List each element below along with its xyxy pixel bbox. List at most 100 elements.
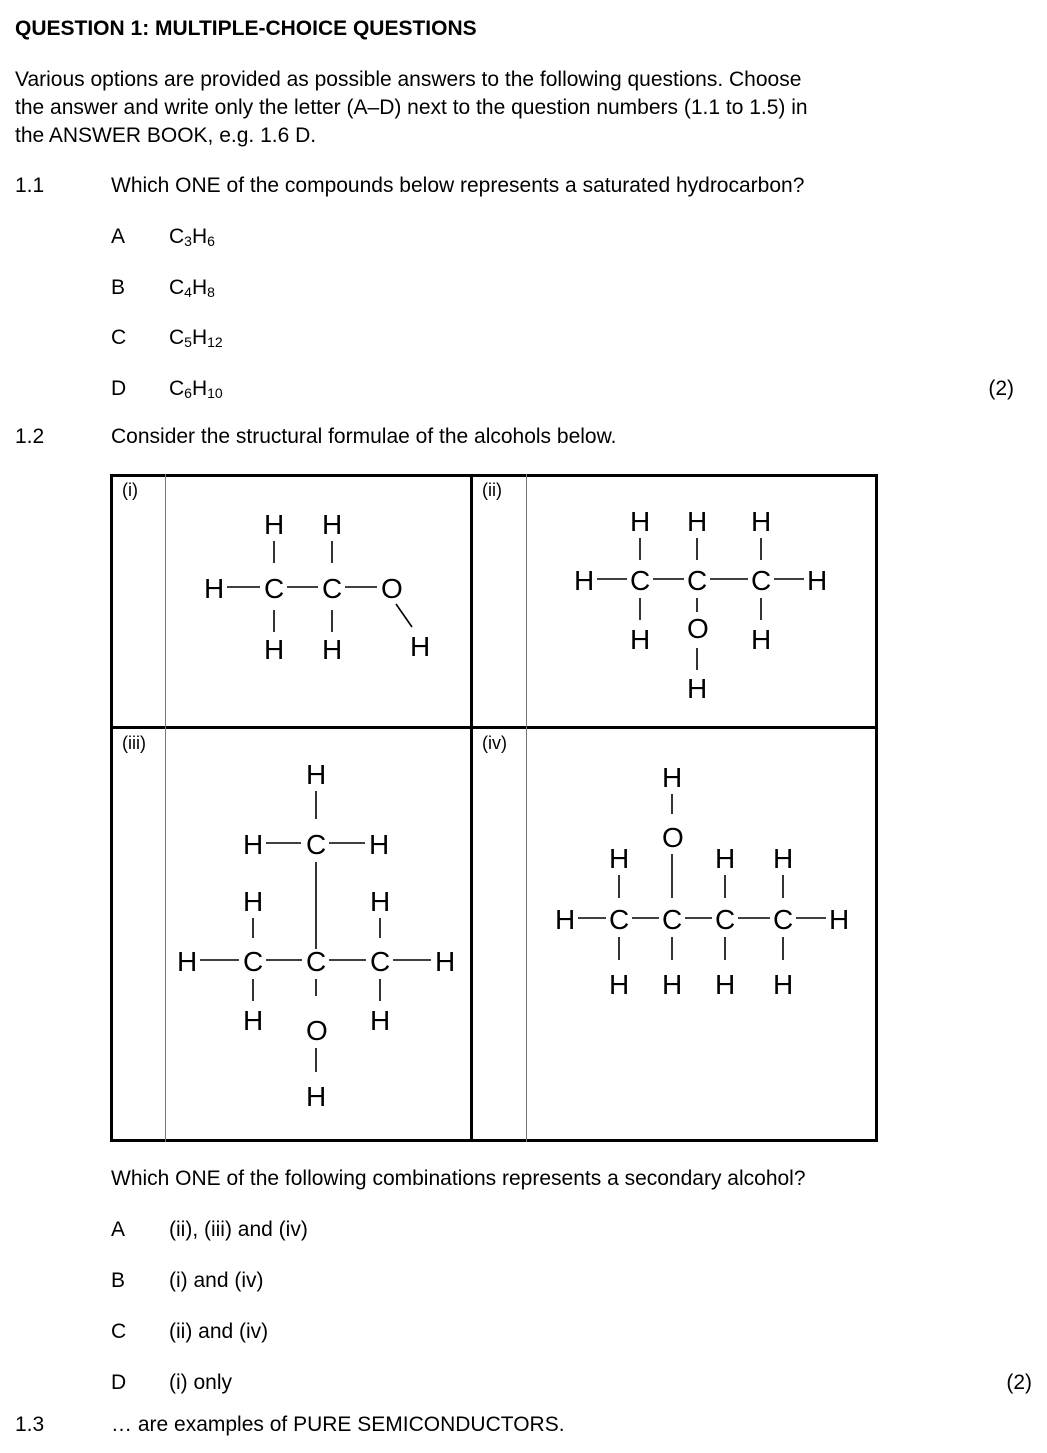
question-number: 1.2 xyxy=(15,425,45,448)
hydrogen-atom: H xyxy=(370,886,390,917)
atom-count: 8 xyxy=(207,284,215,300)
structure-iii: H H C H H H H C C C H H O H H xyxy=(177,759,455,1112)
hydrogen-atom: H xyxy=(370,1005,390,1036)
option-letter: D xyxy=(111,377,127,400)
hydrogen-atom: H xyxy=(435,946,455,977)
option-letter: B xyxy=(111,1269,126,1292)
hydrogen-atom: H xyxy=(264,509,284,540)
option-formula: C3H6 xyxy=(169,225,215,249)
atom-count: 12 xyxy=(207,334,223,350)
option-letter: C xyxy=(111,1320,127,1343)
structural-formulae-table: (i) (ii) (iii) (iv) H H H C C O H H H H … xyxy=(110,474,878,1142)
carbon-atom: C xyxy=(264,573,284,604)
atom-count: 6 xyxy=(207,233,215,249)
intro-line-1: Various options are provided as possible… xyxy=(15,68,802,91)
question-heading: QUESTION 1: MULTIPLE-CHOICE QUESTIONS xyxy=(15,17,477,40)
oxygen-atom: O xyxy=(687,613,709,644)
element-symbol: C xyxy=(169,225,185,248)
atom-count: 5 xyxy=(184,334,192,350)
bond-line xyxy=(395,603,413,628)
atom-count: 10 xyxy=(207,385,223,401)
carbon-atom: C xyxy=(609,904,629,935)
hydrogen-atom: H xyxy=(306,759,326,790)
carbon-atom: C xyxy=(322,573,342,604)
hydrogen-atom: H xyxy=(715,843,735,874)
structure-iv: H O H H H H C C C C H H H H H xyxy=(555,762,849,1000)
structure-i: H H H C C O H H H xyxy=(204,509,430,665)
cell-label: (iv) xyxy=(482,733,507,753)
question-text: Consider the structural formulae of the … xyxy=(111,425,617,448)
hydrogen-atom: H xyxy=(243,829,263,860)
carbon-atom: C xyxy=(687,565,707,596)
intro-line-3: the ANSWER BOOK, e.g. 1.6 D. xyxy=(15,124,317,147)
element-symbol: H xyxy=(191,326,208,349)
hydrogen-atom: H xyxy=(687,673,707,704)
element-symbol: C xyxy=(169,276,185,299)
cell-label: (iii) xyxy=(122,733,146,753)
question-number: 1.1 xyxy=(15,174,45,197)
hydrogen-atom: H xyxy=(807,565,827,596)
hydrogen-atom: H xyxy=(204,573,224,604)
option-letter: A xyxy=(111,1218,126,1241)
marks: (2) xyxy=(988,377,1014,400)
option-letter: B xyxy=(111,276,126,299)
question-text: Which ONE of the following combinations … xyxy=(111,1167,806,1190)
oxygen-atom: O xyxy=(381,573,403,604)
hydrogen-atom: H xyxy=(555,904,575,935)
hydrogen-atom: H xyxy=(410,631,430,662)
carbon-atom: C xyxy=(243,946,263,977)
carbon-atom: C xyxy=(715,904,735,935)
option-formula: C6H10 xyxy=(169,377,223,401)
structure-ii: H H H H C C C H H O H H xyxy=(574,506,827,704)
element-symbol: C xyxy=(169,377,185,400)
carbon-atom: C xyxy=(306,829,326,860)
hydrogen-atom: H xyxy=(773,969,793,1000)
hydrogen-atom: H xyxy=(630,506,650,537)
carbon-atom: C xyxy=(306,946,326,977)
option-formula: C5H12 xyxy=(169,326,223,350)
question-number: 1.3 xyxy=(15,1413,45,1436)
hydrogen-atom: H xyxy=(829,904,849,935)
oxygen-atom: O xyxy=(662,822,684,853)
option-text: (ii) and (iv) xyxy=(169,1320,269,1343)
hydrogen-atom: H xyxy=(264,634,284,665)
carbon-atom: C xyxy=(370,946,390,977)
hydrogen-atom: H xyxy=(630,624,650,655)
option-letter: A xyxy=(111,225,126,248)
question-text: Which ONE of the compounds below represe… xyxy=(111,174,805,197)
question-text: … are examples of PURE SEMICONDUCTORS. xyxy=(111,1413,565,1436)
hydrogen-atom: H xyxy=(574,565,594,596)
hydrogen-atom: H xyxy=(751,624,771,655)
hydrogen-atom: H xyxy=(773,843,793,874)
hydrogen-atom: H xyxy=(369,829,389,860)
option-text: (ii), (iii) and (iv) xyxy=(169,1218,308,1241)
element-symbol: H xyxy=(191,377,208,400)
hydrogen-atom: H xyxy=(322,509,342,540)
hydrogen-atom: H xyxy=(243,886,263,917)
atom-count: 4 xyxy=(184,284,192,300)
carbon-atom: C xyxy=(630,565,650,596)
hydrogen-atom: H xyxy=(751,506,771,537)
hydrogen-atom: H xyxy=(609,843,629,874)
option-text: (i) only xyxy=(169,1371,233,1394)
hydrogen-atom: H xyxy=(662,762,682,793)
hydrogen-atom: H xyxy=(609,969,629,1000)
hydrogen-atom: H xyxy=(322,634,342,665)
atom-count: 6 xyxy=(184,385,192,401)
hydrogen-atom: H xyxy=(715,969,735,1000)
carbon-atom: C xyxy=(773,904,793,935)
element-symbol: C xyxy=(169,326,185,349)
option-letter: D xyxy=(111,1371,127,1394)
element-symbol: H xyxy=(191,276,208,299)
carbon-atom: C xyxy=(751,565,771,596)
hydrogen-atom: H xyxy=(687,506,707,537)
cell-label: (i) xyxy=(122,480,138,500)
cell-label: (ii) xyxy=(482,480,502,500)
hydrogen-atom: H xyxy=(662,969,682,1000)
option-text: (i) and (iv) xyxy=(169,1269,264,1292)
carbon-atom: C xyxy=(662,904,682,935)
element-symbol: H xyxy=(191,225,208,248)
oxygen-atom: O xyxy=(306,1015,328,1046)
atom-count: 3 xyxy=(184,233,192,249)
marks: (2) xyxy=(1006,1371,1032,1394)
